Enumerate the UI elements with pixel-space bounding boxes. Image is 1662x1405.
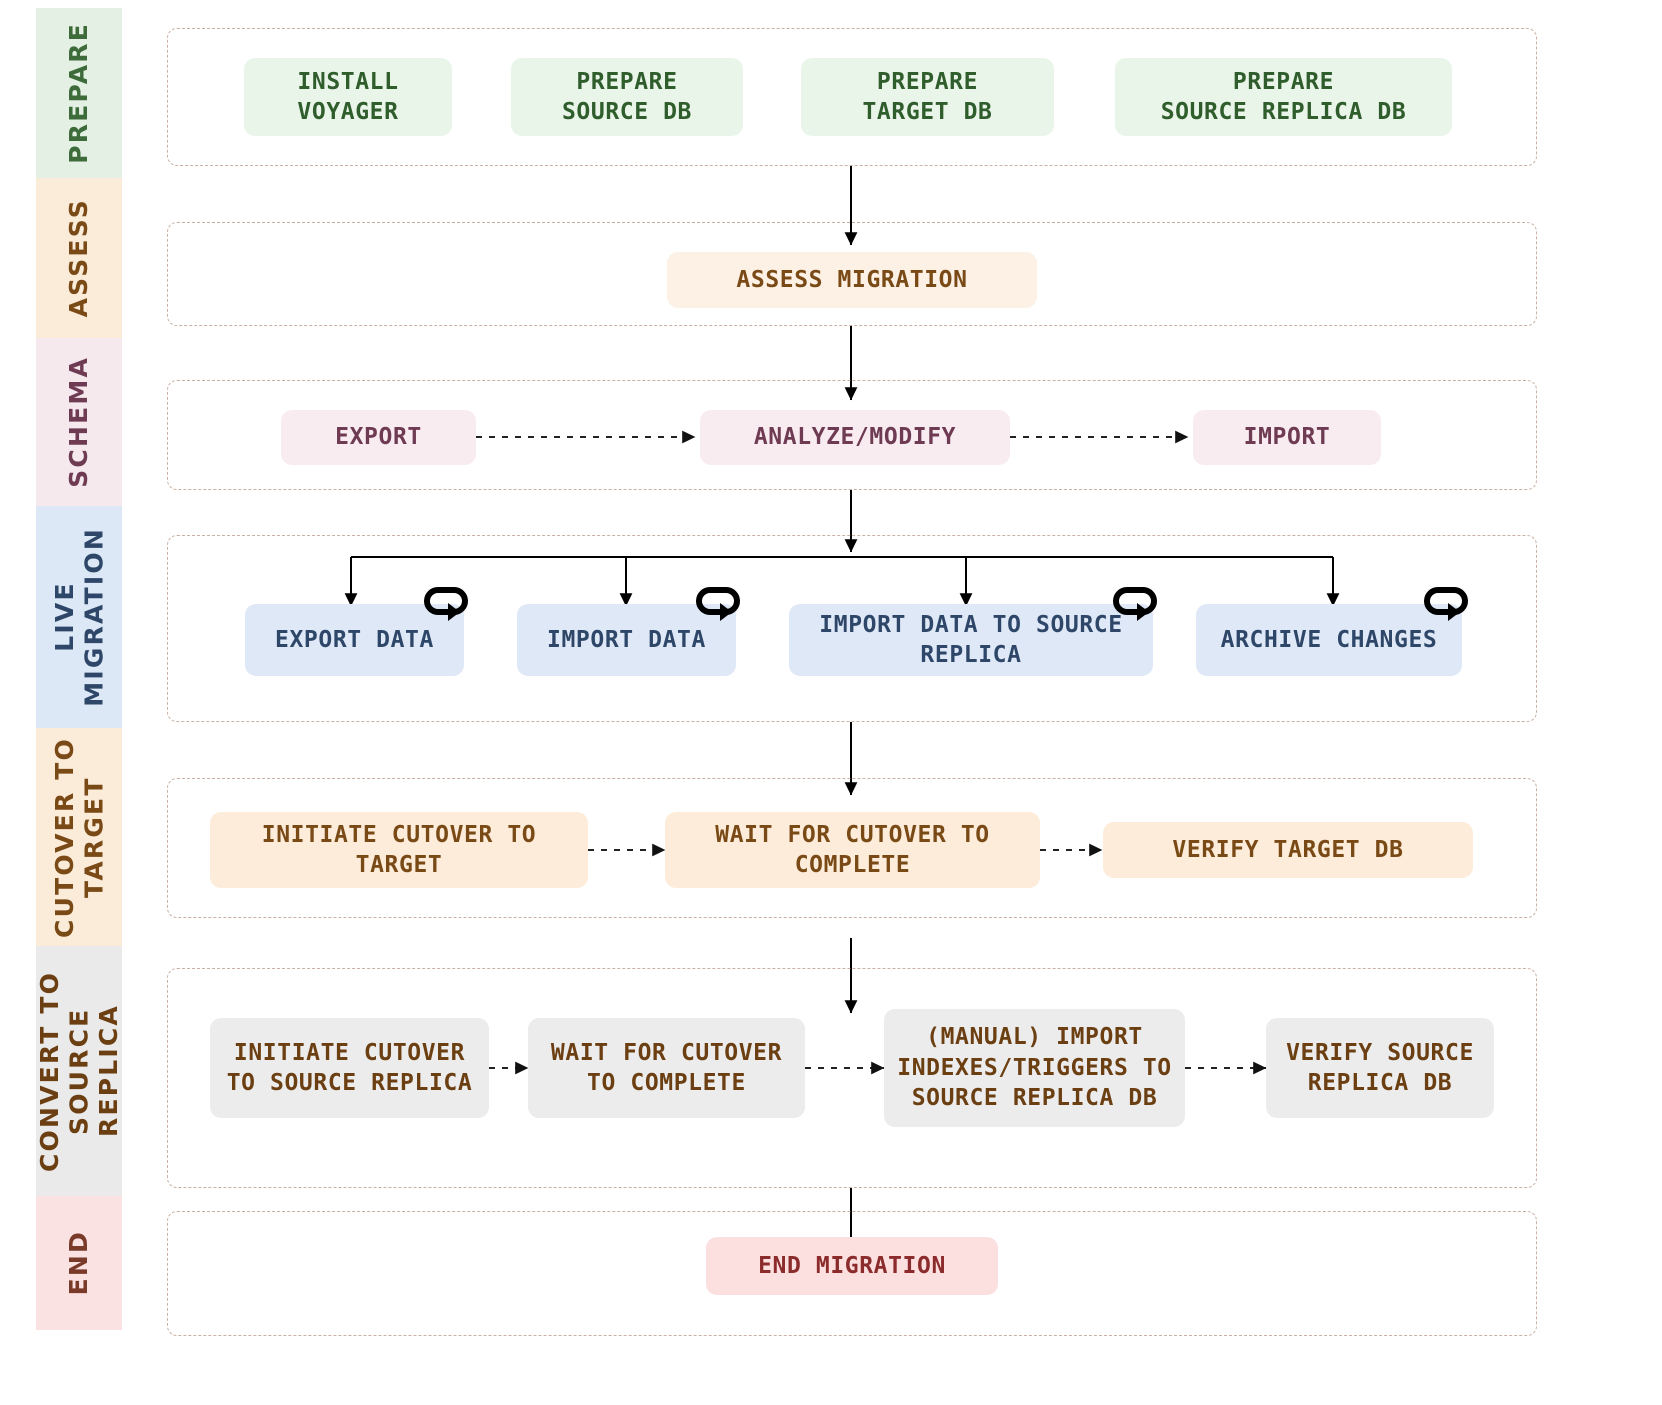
phase-container-schema <box>167 380 1537 490</box>
loop-arrow-icon-export-data <box>418 578 474 624</box>
phase-container-prepare <box>167 28 1537 166</box>
node-schema-export[interactable]: EXPORT <box>281 410 476 465</box>
node-schema-import[interactable]: IMPORT <box>1193 410 1381 465</box>
node-install-voyager[interactable]: INSTALL VOYAGER <box>244 58 452 136</box>
phase-label-prepare: PREPARE <box>64 22 94 164</box>
phase-band-convert-to-source-replica: CONVERT TO SOURCE REPLICA <box>34 946 123 1196</box>
phase-container-live-migration <box>167 535 1537 722</box>
phase-container-assess <box>167 222 1537 326</box>
phase-band-end: END <box>36 1196 122 1330</box>
node-import-data-to-source-replica[interactable]: IMPORT DATA TO SOURCE REPLICA <box>789 604 1153 676</box>
phase-band-schema: SCHEMA <box>36 338 122 506</box>
phase-label-end: END <box>64 1230 94 1296</box>
phase-label-cutover-to-target: CUTOVER TO TARGET <box>49 736 109 938</box>
phase-rail: PREPARE ASSESS SCHEMA LIVE MIGRATION CUT… <box>34 0 123 1330</box>
node-import-data[interactable]: IMPORT DATA <box>517 604 736 676</box>
node-prepare-source-replica-db[interactable]: PREPARE SOURCE REPLICA DB <box>1115 58 1452 136</box>
node-end-migration[interactable]: END MIGRATION <box>706 1237 998 1295</box>
node-export-data[interactable]: EXPORT DATA <box>245 604 464 676</box>
node-archive-changes[interactable]: ARCHIVE CHANGES <box>1196 604 1462 676</box>
node-assess-migration[interactable]: ASSESS MIGRATION <box>667 252 1037 308</box>
node-manual-import-indexes-triggers[interactable]: (MANUAL) IMPORT INDEXES/TRIGGERS TO SOUR… <box>884 1009 1185 1127</box>
node-prepare-source-db[interactable]: PREPARE SOURCE DB <box>511 58 743 136</box>
phase-band-live-migration: LIVE MIGRATION <box>36 506 122 728</box>
phase-label-assess: ASSESS <box>64 198 94 318</box>
node-verify-target-db[interactable]: VERIFY TARGET DB <box>1103 822 1473 878</box>
loop-arrow-icon-import-data-to-source-replica <box>1107 578 1163 624</box>
loop-arrow-icon-archive-changes <box>1418 578 1474 624</box>
node-prepare-target-db[interactable]: PREPARE TARGET DB <box>801 58 1054 136</box>
node-verify-source-replica-db[interactable]: VERIFY SOURCE REPLICA DB <box>1266 1018 1494 1118</box>
phase-label-convert-to-source-replica: CONVERT TO SOURCE REPLICA <box>34 970 123 1172</box>
node-schema-analyze-modify[interactable]: ANALYZE/MODIFY <box>700 410 1010 465</box>
loop-arrow-icon-import-data <box>690 578 746 624</box>
node-wait-for-cutover-to-complete-target[interactable]: WAIT FOR CUTOVER TO COMPLETE <box>665 812 1040 888</box>
phase-label-live-migration: LIVE MIGRATION <box>49 527 109 707</box>
phase-container-end <box>167 1211 1537 1336</box>
node-initiate-cutover-to-source-replica[interactable]: INITIATE CUTOVER TO SOURCE REPLICA <box>210 1018 489 1118</box>
phase-container-cutover-to-target <box>167 778 1537 918</box>
node-initiate-cutover-to-target[interactable]: INITIATE CUTOVER TO TARGET <box>210 812 588 888</box>
phase-band-assess: ASSESS <box>36 178 122 338</box>
phase-container-convert-to-source-replica <box>167 968 1537 1188</box>
node-wait-for-cutover-to-complete-replica[interactable]: WAIT FOR CUTOVER TO COMPLETE <box>528 1018 805 1118</box>
phase-label-schema: SCHEMA <box>64 356 94 488</box>
phase-band-cutover-to-target: CUTOVER TO TARGET <box>36 728 122 946</box>
phase-band-prepare: PREPARE <box>36 8 122 178</box>
